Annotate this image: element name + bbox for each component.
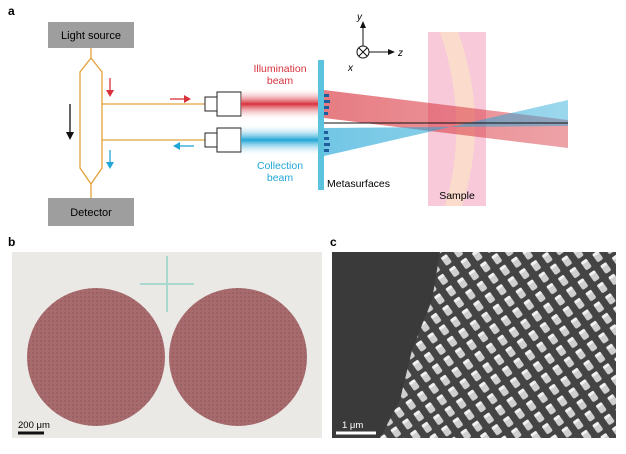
light-source-label: Light source <box>61 30 121 42</box>
fiber-network <box>79 48 205 198</box>
metasurface-plate <box>318 60 324 190</box>
panel-label-c: c <box>330 235 337 249</box>
nanopillar-array-lower <box>520 300 616 438</box>
metasurfaces-label: Metasurfaces <box>327 178 390 190</box>
arrow-down-icon <box>66 104 74 140</box>
fiber-left-branch <box>79 48 92 198</box>
illumination-focused-cone <box>324 90 568 148</box>
collection-beam-label-2: beam <box>267 172 294 184</box>
light-source-box <box>48 22 134 48</box>
metasurface-disc-left <box>27 288 165 426</box>
illumination-beam <box>241 88 319 120</box>
detector-box <box>48 198 134 226</box>
scale-bar-c-label: 1 μm <box>342 420 363 431</box>
detector-label: Detector <box>70 207 112 219</box>
arrow-right-icon <box>170 95 191 103</box>
arrow-down-icon <box>106 150 114 169</box>
fiber-collection <box>101 104 205 141</box>
axis-x-label: x <box>347 63 354 74</box>
panel-label-a: a <box>8 4 15 18</box>
illumination-connector <box>204 91 242 117</box>
collection-beam-label-1: Collection <box>257 160 303 172</box>
arrow-left-icon <box>173 142 194 150</box>
sample-label: Sample <box>439 190 475 202</box>
fiber-illumination <box>90 57 205 105</box>
illumination-beam-label-1: Illumination <box>253 63 306 75</box>
panel-b: b 200 μm <box>8 235 322 438</box>
arrow-down-icon <box>106 78 114 97</box>
panel-a: a Light source Detector <box>8 4 568 226</box>
fiber-return <box>90 140 103 185</box>
out-of-plane-x-icon <box>356 45 370 59</box>
collection-connector <box>204 127 242 153</box>
collection-focused-cone <box>324 100 568 156</box>
panel-c: c 1 μm <box>330 235 616 438</box>
coordinate-axes: y z x <box>347 12 403 74</box>
metasurface-disc-right <box>169 288 307 426</box>
metasurface-pattern <box>324 94 330 152</box>
illumination-beam-label-2: beam <box>267 75 294 87</box>
scale-bar-b-label: 200 μm <box>18 420 50 431</box>
collection-beam <box>241 124 319 156</box>
axis-y-label: y <box>356 12 363 23</box>
panel-label-b: b <box>8 235 15 249</box>
axis-z-label: z <box>397 48 403 59</box>
